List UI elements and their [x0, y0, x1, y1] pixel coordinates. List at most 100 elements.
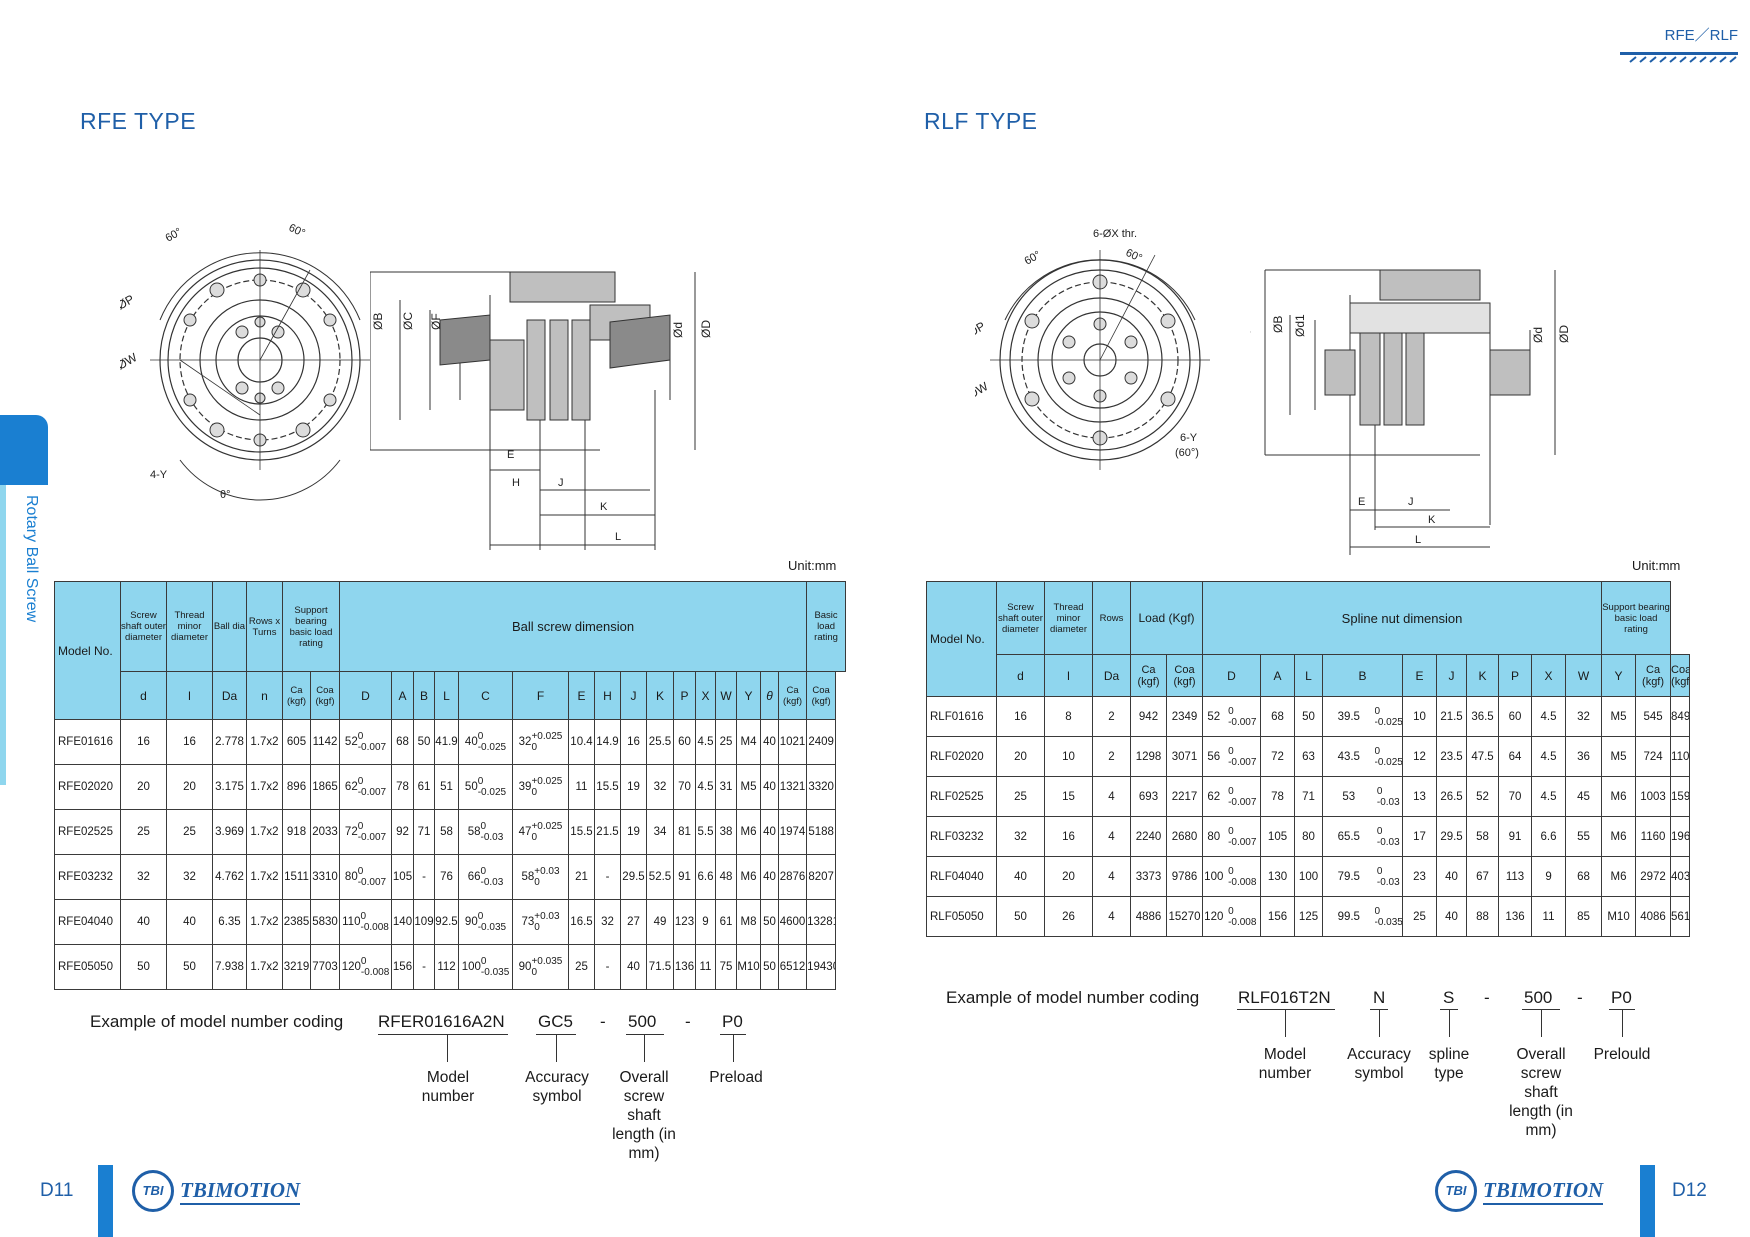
rlf-desc-spline: spline type [1428, 1046, 1470, 1082]
tolerance-cell: 0-0.025 [1374, 696, 1404, 737]
rlf-unit: Unit:mm [1632, 558, 1681, 573]
rlf-spec-table: Model No. Screw shaft outer diameter Thr… [926, 581, 1690, 937]
rfe-h-ball: Ball dia [212, 581, 247, 672]
rlf-holes-label: 6-ØX thr. [1093, 228, 1137, 240]
rfe-title: RFE TYPE [80, 108, 197, 134]
rlf-desc-model: Model number [1258, 1046, 1312, 1082]
svg-text:Ød1: Ød1 [1293, 314, 1307, 337]
side-tab-bar [0, 485, 6, 785]
tolerance-cell: 0-0.03 [1374, 776, 1404, 817]
svg-text:J: J [558, 477, 564, 489]
section-header: RFE／RLF [1620, 24, 1738, 64]
rfe-subheader-row: d l Da n Ca (kgf) Coa (kgf) D A B L C F … [55, 671, 846, 720]
rfe-tick-4 [733, 1034, 734, 1062]
rlf-sub-P: P [1498, 654, 1533, 697]
svg-text:K: K [1428, 514, 1436, 526]
rlf-sub-D: D [1202, 654, 1262, 697]
model-cell: RLF01616 [926, 696, 997, 737]
rfe-sub-Y: Y [736, 671, 761, 720]
rfe-sub-D: D [339, 671, 392, 720]
left-footer-bar [98, 1165, 113, 1237]
rfe-tick-1 [447, 1034, 448, 1062]
right-logo: TBI TBIMOTION [1435, 1170, 1604, 1212]
svg-text:ØA: ØA [1250, 316, 1253, 333]
tbi-logo-mark: TBI [1435, 1170, 1477, 1212]
rlf-tick-3 [1449, 1009, 1450, 1037]
right-footer-bar [1640, 1165, 1655, 1237]
rfe-sub-X: X [695, 671, 716, 720]
rfe-desc-model: Model number [421, 1069, 475, 1105]
rlf-sub-B: B [1322, 654, 1404, 697]
model-cell: RLF03232 [926, 816, 997, 857]
rfe-unit: Unit:mm [788, 558, 837, 573]
model-cell: RLF04040 [926, 856, 997, 897]
rfe-front-view: 6-ØX thr. 60° 60° ØP ØW 4-Y θ° [120, 222, 370, 501]
rfe-h-support: Support bearing basic load rating [282, 581, 340, 672]
svg-text:ØC: ØC [401, 312, 415, 330]
svg-text:60°: 60° [1124, 247, 1144, 265]
tolerance-cell: 0-0.007 [1224, 736, 1262, 777]
svg-text:6-Y: 6-Y [1180, 432, 1198, 444]
svg-text:ØD: ØD [699, 320, 713, 338]
svg-text:60°: 60° [287, 222, 307, 240]
tolerance-cell: 0-0.008 [1224, 896, 1262, 937]
rlf-coding-dash-1: - [1484, 988, 1490, 1007]
rfe-sub-C: C [458, 671, 513, 720]
rlf-h-load: Load (Kgf) [1129, 581, 1204, 655]
rlf-desc-length: Overall screw shaft length (in mm) [1509, 1046, 1573, 1139]
model-cell: RFE03232 [54, 854, 121, 900]
tolerance-cell: 0-0.007 [1224, 776, 1262, 817]
rlf-coding-part-accuracy: N [1373, 988, 1386, 1007]
rlf-h-screw: Screw shaft outer diameter [996, 581, 1045, 655]
svg-text:(60°): (60°) [1175, 447, 1199, 459]
rlf-tick-5 [1622, 1009, 1623, 1037]
rfe-desc-preload: Preload [709, 1069, 763, 1086]
rlf-side-view: ØA ØB Ød1 Ød ØD E J K L [1250, 269, 1571, 555]
rfe-h-model: Model No. [54, 581, 121, 720]
rfe-sub-n: n [246, 671, 283, 720]
rlf-sub-A: A [1260, 654, 1296, 697]
rfe-sub-P: P [673, 671, 696, 720]
rlf-sub-E: E [1402, 654, 1438, 697]
tolerance-cell: 0-0.03 [1374, 816, 1404, 857]
right-page-number: D12 [1672, 1180, 1707, 1201]
rfe-sub-E: E [568, 671, 595, 720]
rlf-sub-d: d [996, 654, 1045, 697]
rlf-desc-accuracy: Accuracy symbol [1347, 1046, 1411, 1082]
rfe-sub-W: W [715, 671, 737, 720]
rlf-sub-coa2: Coa (kgf) [1670, 654, 1690, 697]
rlf-h-dim: Spline nut dimension [1202, 581, 1603, 655]
svg-text:Ød: Ød [1531, 327, 1545, 343]
svg-text:ØP: ØP [975, 319, 988, 340]
model-cell: RLF02525 [926, 776, 997, 817]
rfe-sub-l: l [166, 671, 213, 720]
svg-text:Ød: Ød [671, 322, 685, 338]
svg-text:60°: 60° [1023, 249, 1043, 268]
rfe-sub-H: H [594, 671, 621, 720]
model-cell: RFE02020 [54, 764, 121, 810]
rfe-desc-accuracy: Accuracy symbol [525, 1069, 589, 1105]
rlf-coding-dash-2: - [1577, 988, 1583, 1007]
tolerance-cell: 0-0.03 [1374, 856, 1404, 897]
tolerance-cell: 0-0.007 [1224, 816, 1262, 857]
side-tab [0, 415, 48, 485]
